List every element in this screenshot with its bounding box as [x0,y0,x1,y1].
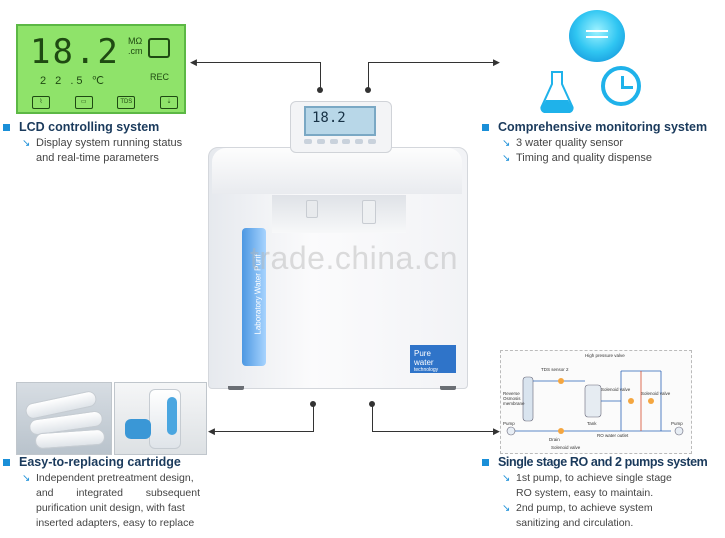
water-quality-icon [569,10,625,62]
arrow-left-icon: ◀ [208,426,215,436]
monitoring-bullets: ↘ 3 water quality sensor ↘ Timing and qual… [502,136,652,166]
bullet-square-icon [482,123,489,131]
watermark: trade.china.cn [250,240,459,276]
diagram-label: Solenoid valve [601,387,631,392]
device-label-title: Pure water [414,349,434,367]
cartridge-title-text: Easy-to-replacing cartridge [19,455,181,469]
device-label: Pure water technology [410,345,456,373]
connector-dot [365,87,371,93]
ro-bullet-2-line-2: sanitizing and circulation. [516,517,634,529]
arrow-icon: ↘ [502,138,511,149]
dispense-nozzle-right [362,200,376,224]
bullet-square-icon [3,458,10,466]
connector-line [368,62,369,90]
connector-line [214,431,314,432]
diagram-label: TDS sensor 2 [541,367,569,372]
lcd-temperature: 2 2 .5 ℃ [40,75,107,87]
connector-line [368,62,494,63]
lcd-unit: MΩ .cm [128,36,143,56]
diagram-label: RO water outlet [597,433,629,438]
device-foot-left [228,386,244,390]
flask-icon [540,71,574,114]
device-screen: 18.2 [304,106,376,136]
cartridge-title: Easy-to-replacing cartridge [3,455,181,469]
tank-icon: ▭ [74,96,93,109]
clock-icon [601,66,641,106]
monitoring-bullet-1: 3 water quality sensor [516,137,623,149]
bullet-square-icon [3,123,10,131]
ro-flow-diagram: High pressure valve TDS sensor 2 Reverse… [500,350,692,454]
arrow-icon: ↘ [502,153,511,164]
ro-system-title-text: Single stage RO and 2 pumps system [498,455,708,469]
tds-icon: TDS [117,96,136,109]
arrow-right-icon: ▶ [493,57,500,67]
cartridge-line-4: inserted adapters, easy to replace [36,517,195,529]
lcd-reading: 18.2 [30,32,120,72]
diagram-label: Drain [549,437,560,442]
dispense-nozzle-left [306,200,318,218]
ro-system-bullets: ↘ 1st pump, to achieve single stage RO sy… [502,471,694,531]
ro-bullet-2-line-1: 2nd pump, to achieve system [516,502,653,514]
connector-line [372,431,494,432]
connector-line [196,62,320,63]
monitoring-title-text: Comprehensive monitoring system [498,120,708,134]
cartridge-line-1: Independent pretreatment design, [36,472,194,484]
side-stripe [242,228,266,366]
diagram-label: Pump [671,421,683,426]
ro-diagram-svg [506,370,684,436]
cartridge-text: ↘ Independent pretreatment design, and in… [22,471,200,531]
connector-line [372,404,373,432]
arrow-icon: ↘ [22,473,31,484]
arrow-icon: ↘ [22,138,31,149]
device-top [212,148,462,194]
ro-system-title: Single stage RO and 2 pumps system [482,455,708,469]
lcd-display-panel: 18.2 MΩ .cm 2 2 .5 ℃ REC ⌇ ▭ TDS ⇣ [16,24,186,114]
cycle-icon [148,38,170,58]
device-label-sub: technology [414,367,439,373]
connector-dot [317,87,323,93]
diagram-label: Solenoid valve [551,445,581,450]
monitoring-title: Comprehensive monitoring system [482,120,707,134]
lcd-bullet-1: Display system running status [36,137,183,149]
device-screen-reading: 18.2 [312,110,346,126]
lcd-system-title-text: LCD controlling system [19,120,160,134]
ro-bullet-1-line-2: RO system, easy to maintain. [516,487,654,499]
arrow-icon: ↘ [502,503,511,514]
diagram-label: Pump [503,421,515,426]
lcd-system-title: LCD controlling system [3,120,159,134]
diagram-label: High pressure valve [585,353,625,358]
lcd-system-bullets: ↘ Display system running status and real-… [22,136,182,166]
cartridge-line-2: and integrated subsequent [36,487,200,499]
arrow-left-icon: ◀ [190,57,197,67]
pipe-icon: ⌇ [32,96,50,109]
cartridge-line-3: purification unit design, with fast [36,502,185,514]
dispense-icon: ⇣ [159,96,178,109]
connector-line [313,404,314,432]
cartridge-photo-1 [16,382,112,455]
diagram-label: Tank [587,421,597,426]
device-foot-right [440,386,456,390]
bullet-square-icon [482,458,489,466]
device-keypad [304,139,376,145]
cartridge-photo-2 [114,382,207,455]
monitoring-bullet-2: Timing and quality dispense [516,152,652,164]
arrow-icon: ↘ [502,473,511,484]
lcd-icon-row: ⌇ ▭ TDS ⇣ [32,96,178,109]
lcd-rec-label: REC [150,72,170,82]
connector-line [320,62,321,90]
diagram-label: Reverse Osmosis membrane [503,391,525,406]
dispense-recess [272,195,406,233]
arrow-right-icon: ▶ [493,426,500,436]
lcd-bullet-2: and real-time parameters [36,152,159,164]
ro-bullet-1-line-1: 1st pump, to achieve single stage [516,472,672,484]
diagram-label: Solenoid valve [641,391,671,396]
